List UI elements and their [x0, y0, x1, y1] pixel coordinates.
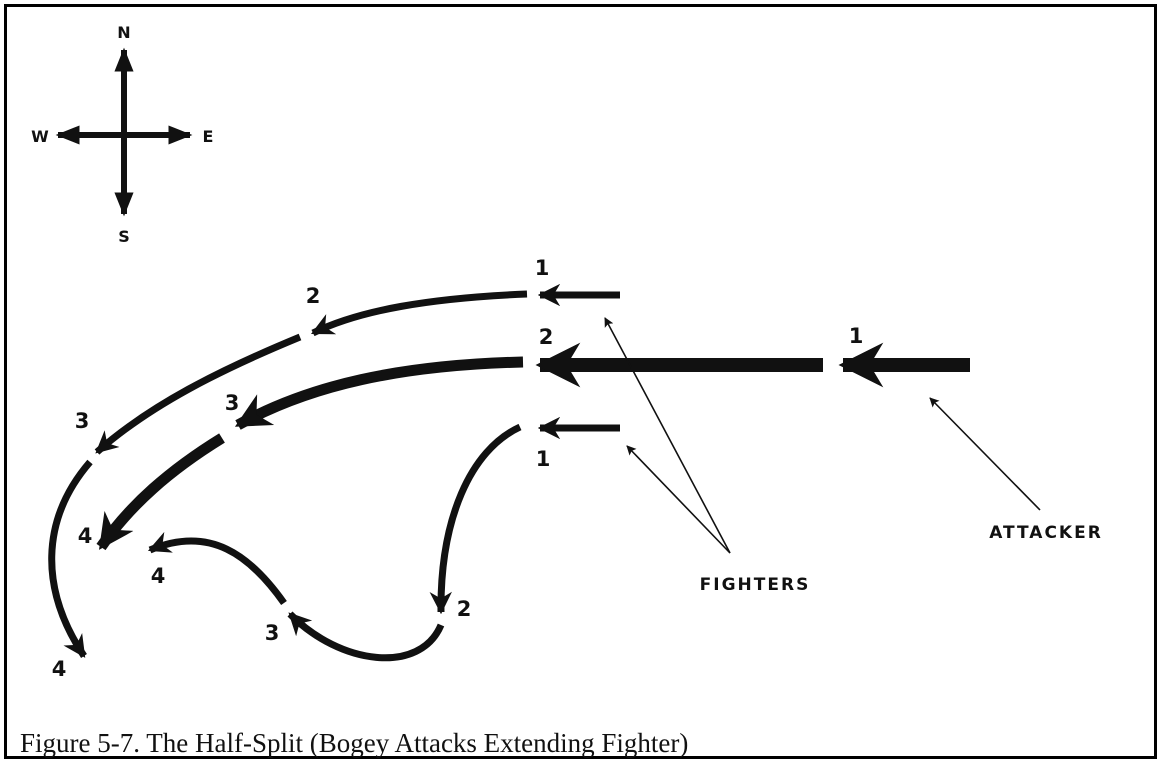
bottom-fighter-label-3: 3	[265, 621, 280, 645]
attacker-start-label-1: 1	[849, 324, 864, 348]
top-fighter-label-4: 4	[52, 657, 67, 681]
bogey-label-4: 4	[78, 524, 93, 548]
bottom-fighter-label-4: 4	[151, 564, 166, 588]
compass-east-label: E	[203, 127, 214, 146]
label-pointers	[604, 317, 1041, 554]
compass-west-label: W	[31, 127, 49, 146]
bottom-fighter-label-2: 2	[457, 597, 472, 621]
compass-north-label: N	[117, 23, 130, 42]
top-fighter-path	[48, 283, 620, 658]
bogey-label-3: 3	[225, 391, 240, 415]
bottom-fighter-path	[147, 416, 620, 662]
compass-south-label: S	[118, 227, 130, 246]
bogey-label-2: 2	[539, 325, 554, 349]
top-fighter-label-1: 1	[535, 256, 550, 280]
top-fighter-label-2: 2	[306, 284, 321, 308]
compass-rose	[55, 47, 193, 217]
top-fighter-label-3: 3	[75, 409, 90, 433]
fighters-label: FIGHTERS	[700, 575, 811, 595]
bottom-fighter-label-1: 1	[536, 447, 551, 471]
attacker-label: ATTACKER	[989, 523, 1103, 543]
bogey-path	[96, 342, 970, 551]
figure-caption: Figure 5-7. The Half-Split (Bogey Attack…	[20, 728, 688, 758]
